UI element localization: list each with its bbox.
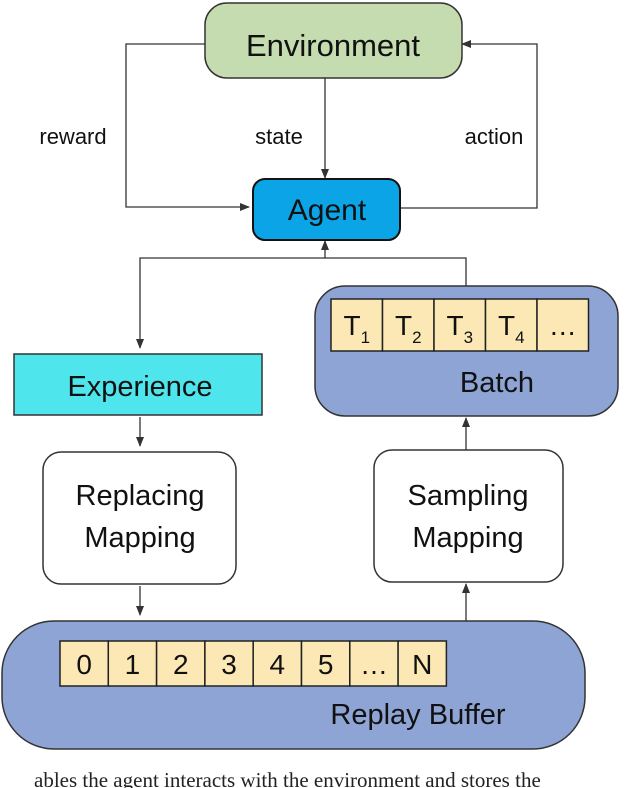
replay-buffer-container: 0 1 2 3 4 5 … N Replay Buffer xyxy=(1,620,586,750)
replacing-mapping-line1: Replacing xyxy=(76,480,205,512)
batch-cell: T3 xyxy=(433,298,487,352)
batch-cell: T2 xyxy=(381,298,435,352)
caption-text: ables the agent interacts with the envir… xyxy=(0,770,640,788)
action-arrow xyxy=(400,40,538,209)
reward-label: reward xyxy=(39,124,106,149)
agent-to-experience-arrow xyxy=(136,257,325,349)
replacing-mapping-line2: Mapping xyxy=(84,522,195,554)
buffer-cell-label: … xyxy=(360,649,388,680)
caption-line: ables the agent interacts with the envir… xyxy=(34,770,541,788)
replacing-mapping-node: Replacing Mapping xyxy=(42,451,237,585)
agent-label: Agent xyxy=(288,194,367,227)
reward-arrow xyxy=(125,43,250,211)
buffer-cell-label: 5 xyxy=(318,649,334,680)
state-label: state xyxy=(255,124,303,149)
buffer-cell: N xyxy=(397,640,448,687)
environment-node: Environment xyxy=(204,2,463,79)
sampling-mapping-line2: Mapping xyxy=(412,522,523,554)
buffer-cell: 2 xyxy=(155,640,206,687)
batch-cell: T1 xyxy=(330,298,384,352)
experience-label: Experience xyxy=(67,371,212,403)
sampling-mapping-line1: Sampling xyxy=(408,480,529,512)
sampling-mapping-node: Sampling Mapping xyxy=(373,449,564,583)
buffer-cell-label: 3 xyxy=(221,649,237,680)
batch-cell: T4 xyxy=(484,298,538,352)
buffer-cell: 3 xyxy=(204,640,254,687)
replay-buffer-label: Replay Buffer xyxy=(330,699,506,731)
buffer-cell-label: 4 xyxy=(270,649,286,680)
buffer-cell: … xyxy=(349,640,399,687)
action-label: action xyxy=(465,124,524,149)
experience-node: Experience xyxy=(13,353,263,416)
buffer-cell-label: 1 xyxy=(125,649,141,680)
batch-label: Batch xyxy=(460,367,534,399)
batch-cell-label: … xyxy=(549,310,577,341)
agent-node: Agent xyxy=(252,178,401,241)
buffer-cell-label: N xyxy=(412,649,432,680)
environment-label: Environment xyxy=(246,28,420,63)
batch-cell: … xyxy=(536,298,590,352)
buffer-cell-label: 2 xyxy=(173,649,189,680)
buffer-cell: 4 xyxy=(252,640,303,687)
batch-to-agent-arrow xyxy=(321,240,467,286)
buffer-cell: 0 xyxy=(59,640,110,687)
buffer-cell: 5 xyxy=(300,640,351,687)
buffer-cell-label: 0 xyxy=(76,649,92,680)
rl-replay-diagram: Environment reward state action Agent T1… xyxy=(1,2,619,750)
buffer-cell: 1 xyxy=(107,640,158,687)
